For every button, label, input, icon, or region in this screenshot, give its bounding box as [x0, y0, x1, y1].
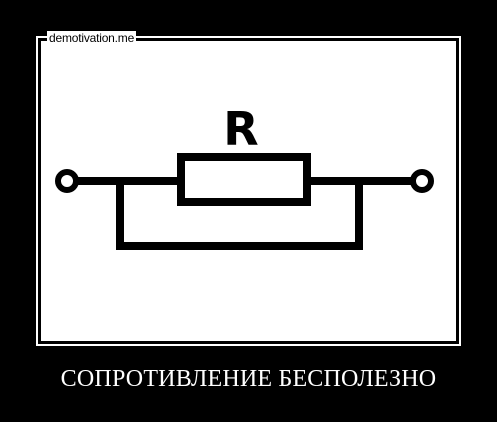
- left-terminal: [55, 169, 79, 193]
- watermark-text: demotivation.me: [47, 31, 137, 45]
- bypass-wire: [116, 181, 363, 250]
- poster-picture: [41, 41, 456, 341]
- resistor-body: [177, 153, 311, 206]
- poster-frame: [36, 36, 461, 346]
- poster-caption: СОПРОТИВЛЕНИЕ БЕСПОЛЕЗНО: [60, 366, 437, 392]
- right-terminal: [410, 169, 434, 193]
- resistor-label: R: [223, 102, 258, 156]
